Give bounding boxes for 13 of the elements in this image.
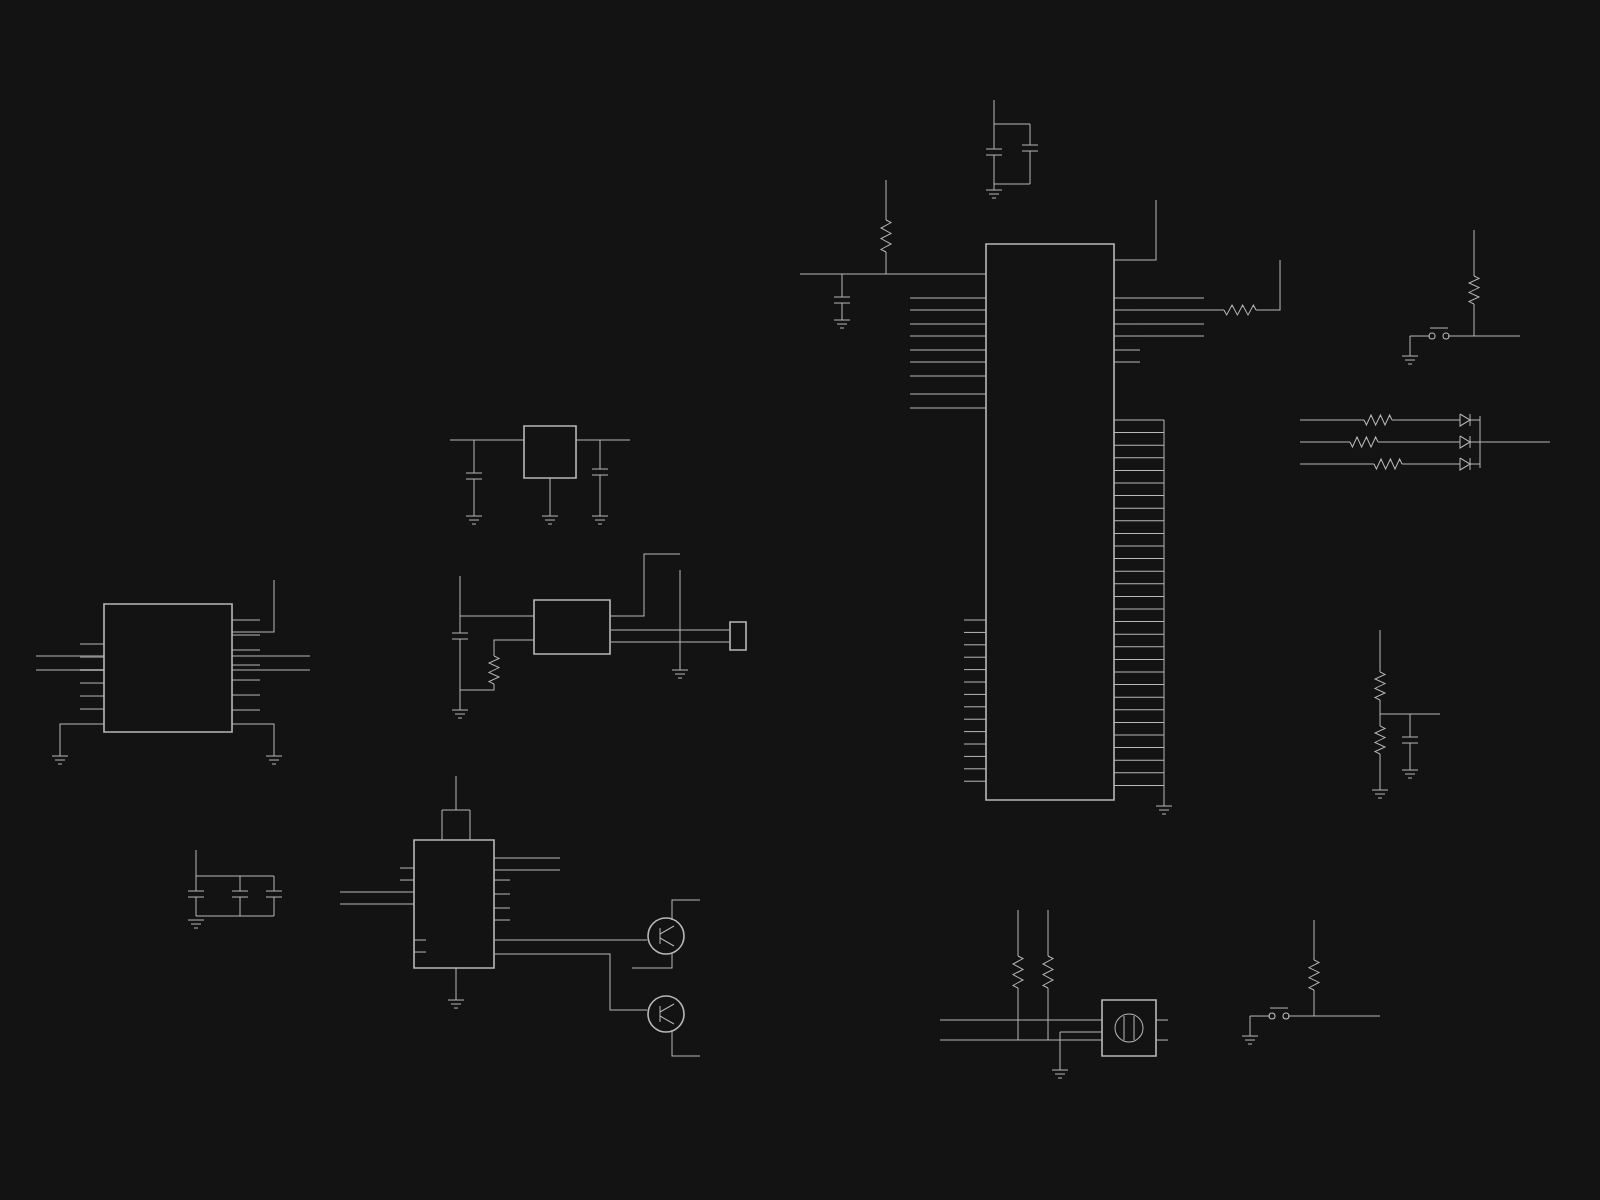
wire	[494, 953, 648, 1011]
wire	[494, 939, 648, 941]
chip-box	[103, 603, 233, 733]
chip-box	[1101, 999, 1157, 1057]
transistor-symbol	[647, 917, 685, 955]
chip-box	[729, 621, 747, 651]
chip-box	[533, 599, 611, 655]
wire	[610, 641, 730, 643]
transistor-symbol	[647, 995, 685, 1033]
chip-box	[413, 839, 495, 969]
wire	[610, 629, 730, 631]
chip-box	[985, 243, 1115, 801]
chip-box	[523, 425, 577, 479]
